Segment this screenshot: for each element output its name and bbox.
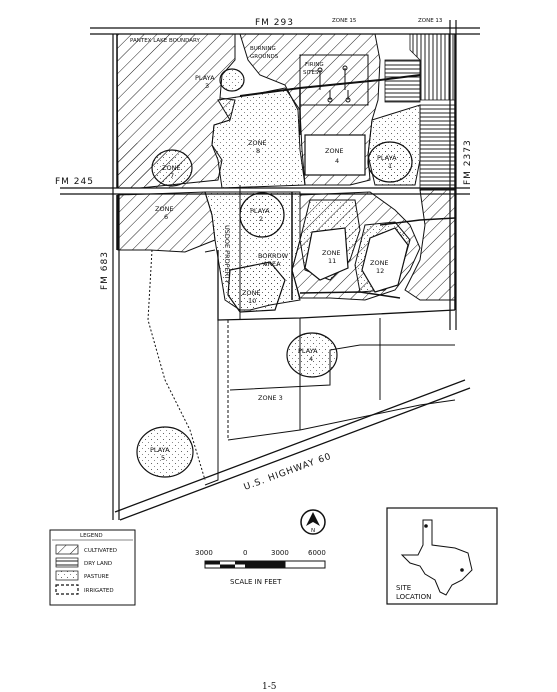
legend-label-irrigated: IRRIGATED — [84, 588, 114, 594]
playa2-label-a: PLAYA — [250, 207, 270, 215]
fm293-label: FM 293 — [255, 18, 294, 28]
burning-grounds-label-2: GROUNDS — [250, 54, 279, 60]
borrow-area-label-2: AREA — [263, 260, 281, 268]
legend-swatch-irrigated — [55, 584, 79, 595]
city-dot — [460, 568, 464, 572]
playa4-label-b: 4 — [309, 355, 313, 363]
fm245-label: FM 245 — [55, 177, 94, 187]
fm683-label: FM 683 — [100, 251, 110, 290]
zone11-label-b: 11 — [328, 257, 336, 265]
site-location-line2: LOCATION — [396, 593, 431, 601]
legend-label-dry-land: DRY LAND — [84, 561, 112, 567]
usdoe-property-label: USDOE PROPERTY — [223, 225, 231, 284]
north-letter: N — [311, 528, 315, 534]
zone4-label-b: 4 — [335, 157, 339, 165]
zone8-label-b: 8 — [256, 147, 260, 155]
playa5-label-b: 5 — [161, 454, 165, 462]
zone10-label-b: 10 — [248, 297, 256, 305]
firing-sites-label-2: SITES — [303, 70, 319, 76]
playa1-label-b: 1 — [388, 162, 392, 170]
site-boundary — [116, 34, 456, 486]
zone-outlines — [136, 54, 413, 478]
zone10-label-a: ZONE — [242, 289, 261, 297]
playa1-label-a: PLAYA — [377, 154, 397, 162]
zone13-label: ZONE 13 — [418, 18, 443, 24]
legend: LEGEND CULTIVATED DRY LAND PASTURE IRRIG… — [49, 529, 136, 606]
zone3-label: ZONE 3 — [258, 394, 283, 402]
zone11-label-a: ZONE — [322, 249, 341, 257]
legend-swatch-dry-land — [55, 557, 79, 568]
scale-bar: 3000 0 3000 6000 SCALE IN FEET — [195, 549, 326, 586]
roads — [60, 20, 480, 521]
scale-tick-0: 0 — [243, 549, 247, 557]
site-location-line1: SITE — [396, 584, 411, 592]
north-arrow-icon: N — [300, 509, 326, 535]
zone7-label-b: 7 — [170, 172, 174, 180]
site-location-inset: SITE LOCATION — [386, 507, 498, 605]
texas-outline-icon — [400, 519, 473, 596]
playa3-label-a: PLAYA — [195, 74, 215, 82]
burning-grounds-label-1: BURNING — [250, 46, 276, 52]
zone12-label-b: 12 — [376, 267, 384, 275]
zone6-label-a: ZONE — [155, 205, 174, 213]
scale-tick-3000-right: 3000 — [271, 549, 289, 557]
playa2-label-b: 2 — [259, 215, 263, 223]
legend-swatch-pasture — [55, 570, 79, 581]
zone12-label-a: ZONE — [370, 259, 389, 267]
zone4-label-a: ZONE — [325, 147, 344, 155]
firing-sites-label-1: FIRING — [305, 62, 324, 68]
playa4-label-a: PLAYA — [298, 347, 318, 355]
amarillo-dot — [424, 524, 428, 528]
legend-label-cultivated: CULTIVATED — [84, 548, 117, 554]
zone8-label-a: ZONE — [248, 139, 267, 147]
pantex-lake-label: PANTEX LAKE BOUNDARY — [130, 38, 200, 44]
zone6-label-b: 6 — [164, 213, 168, 221]
borrow-area-label-1: BORROW — [258, 252, 289, 260]
page-number: 1-5 — [262, 682, 277, 692]
highway60-label: U.S. HIGHWAY 60 — [243, 452, 334, 493]
zone15-label: ZONE 15 — [332, 18, 357, 24]
firing-site-markers — [317, 65, 351, 103]
scale-tick-3000-left: 3000 — [195, 549, 213, 557]
fm2373-label: FM 2373 — [463, 139, 473, 185]
playa5-label-a: PLAYA — [150, 446, 170, 454]
legend-title: LEGEND — [80, 533, 103, 539]
playa3-label-b: 3 — [205, 82, 209, 90]
legend-swatch-cultivated — [55, 544, 79, 555]
scale-caption: SCALE IN FEET — [230, 578, 282, 586]
scale-tick-6000: 6000 — [308, 549, 326, 557]
legend-label-pasture: PASTURE — [84, 574, 109, 580]
zone7-label-a: ZONE — [162, 164, 181, 172]
